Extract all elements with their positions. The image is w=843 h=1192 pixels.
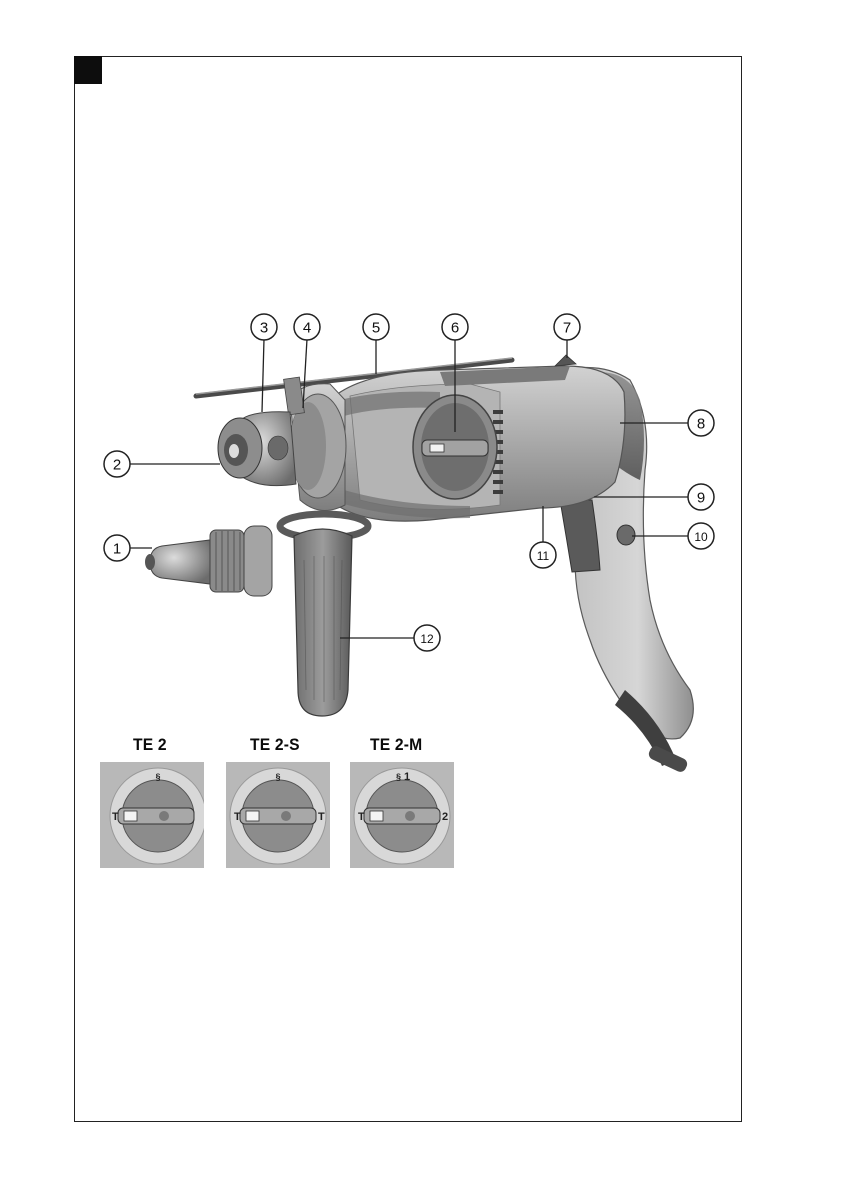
- selector-dial-te2m: § 1 T 2: [350, 762, 454, 868]
- callout-number-5: 5: [372, 320, 380, 337]
- chuck: [218, 412, 296, 486]
- dial-left-mark-te2m: T: [358, 811, 365, 823]
- side-handle: [280, 514, 368, 716]
- callout-number-1: 1: [113, 541, 121, 558]
- callout-number-3: 3: [260, 320, 268, 337]
- dial-right-mark-te2s: T: [318, 811, 325, 823]
- callout-number-11: 11: [537, 549, 550, 563]
- keyless-chuck: [145, 526, 272, 596]
- dial-right-mark-te2m: 2: [442, 811, 448, 823]
- callout-number-10: 10: [694, 530, 708, 544]
- svg-text:§: §: [155, 772, 160, 782]
- mode-panel-te2s: § T T: [226, 762, 330, 868]
- callout-number-7: 7: [563, 320, 571, 337]
- svg-text:§: §: [396, 772, 401, 782]
- callout-number-6: 6: [451, 320, 459, 337]
- mode-panel-te2m: § 1 T 2: [350, 762, 454, 868]
- dial-top-mark-te2m: 1: [404, 771, 410, 783]
- model-title-te2s: TE 2-S: [250, 735, 300, 755]
- dial-left-mark-te2: T: [112, 811, 119, 823]
- svg-text:§: §: [275, 772, 280, 782]
- callout-number-12: 12: [420, 632, 434, 646]
- mode-panel-te2: § T: [100, 762, 204, 868]
- trigger-switch: [560, 500, 600, 572]
- callout-number-8: 8: [697, 416, 705, 433]
- model-title-te2m: TE 2-M: [370, 735, 422, 755]
- model-title-te2: TE 2: [133, 735, 167, 755]
- callout-number-9: 9: [697, 490, 705, 507]
- dial-left-mark-te2s: T: [234, 811, 241, 823]
- selector-dial-te2s: § T T: [226, 762, 330, 868]
- callout-number-2: 2: [113, 457, 121, 474]
- callout-number-4: 4: [303, 320, 311, 337]
- lock-button: [617, 525, 635, 545]
- selector-dial-te2: § T: [100, 762, 204, 868]
